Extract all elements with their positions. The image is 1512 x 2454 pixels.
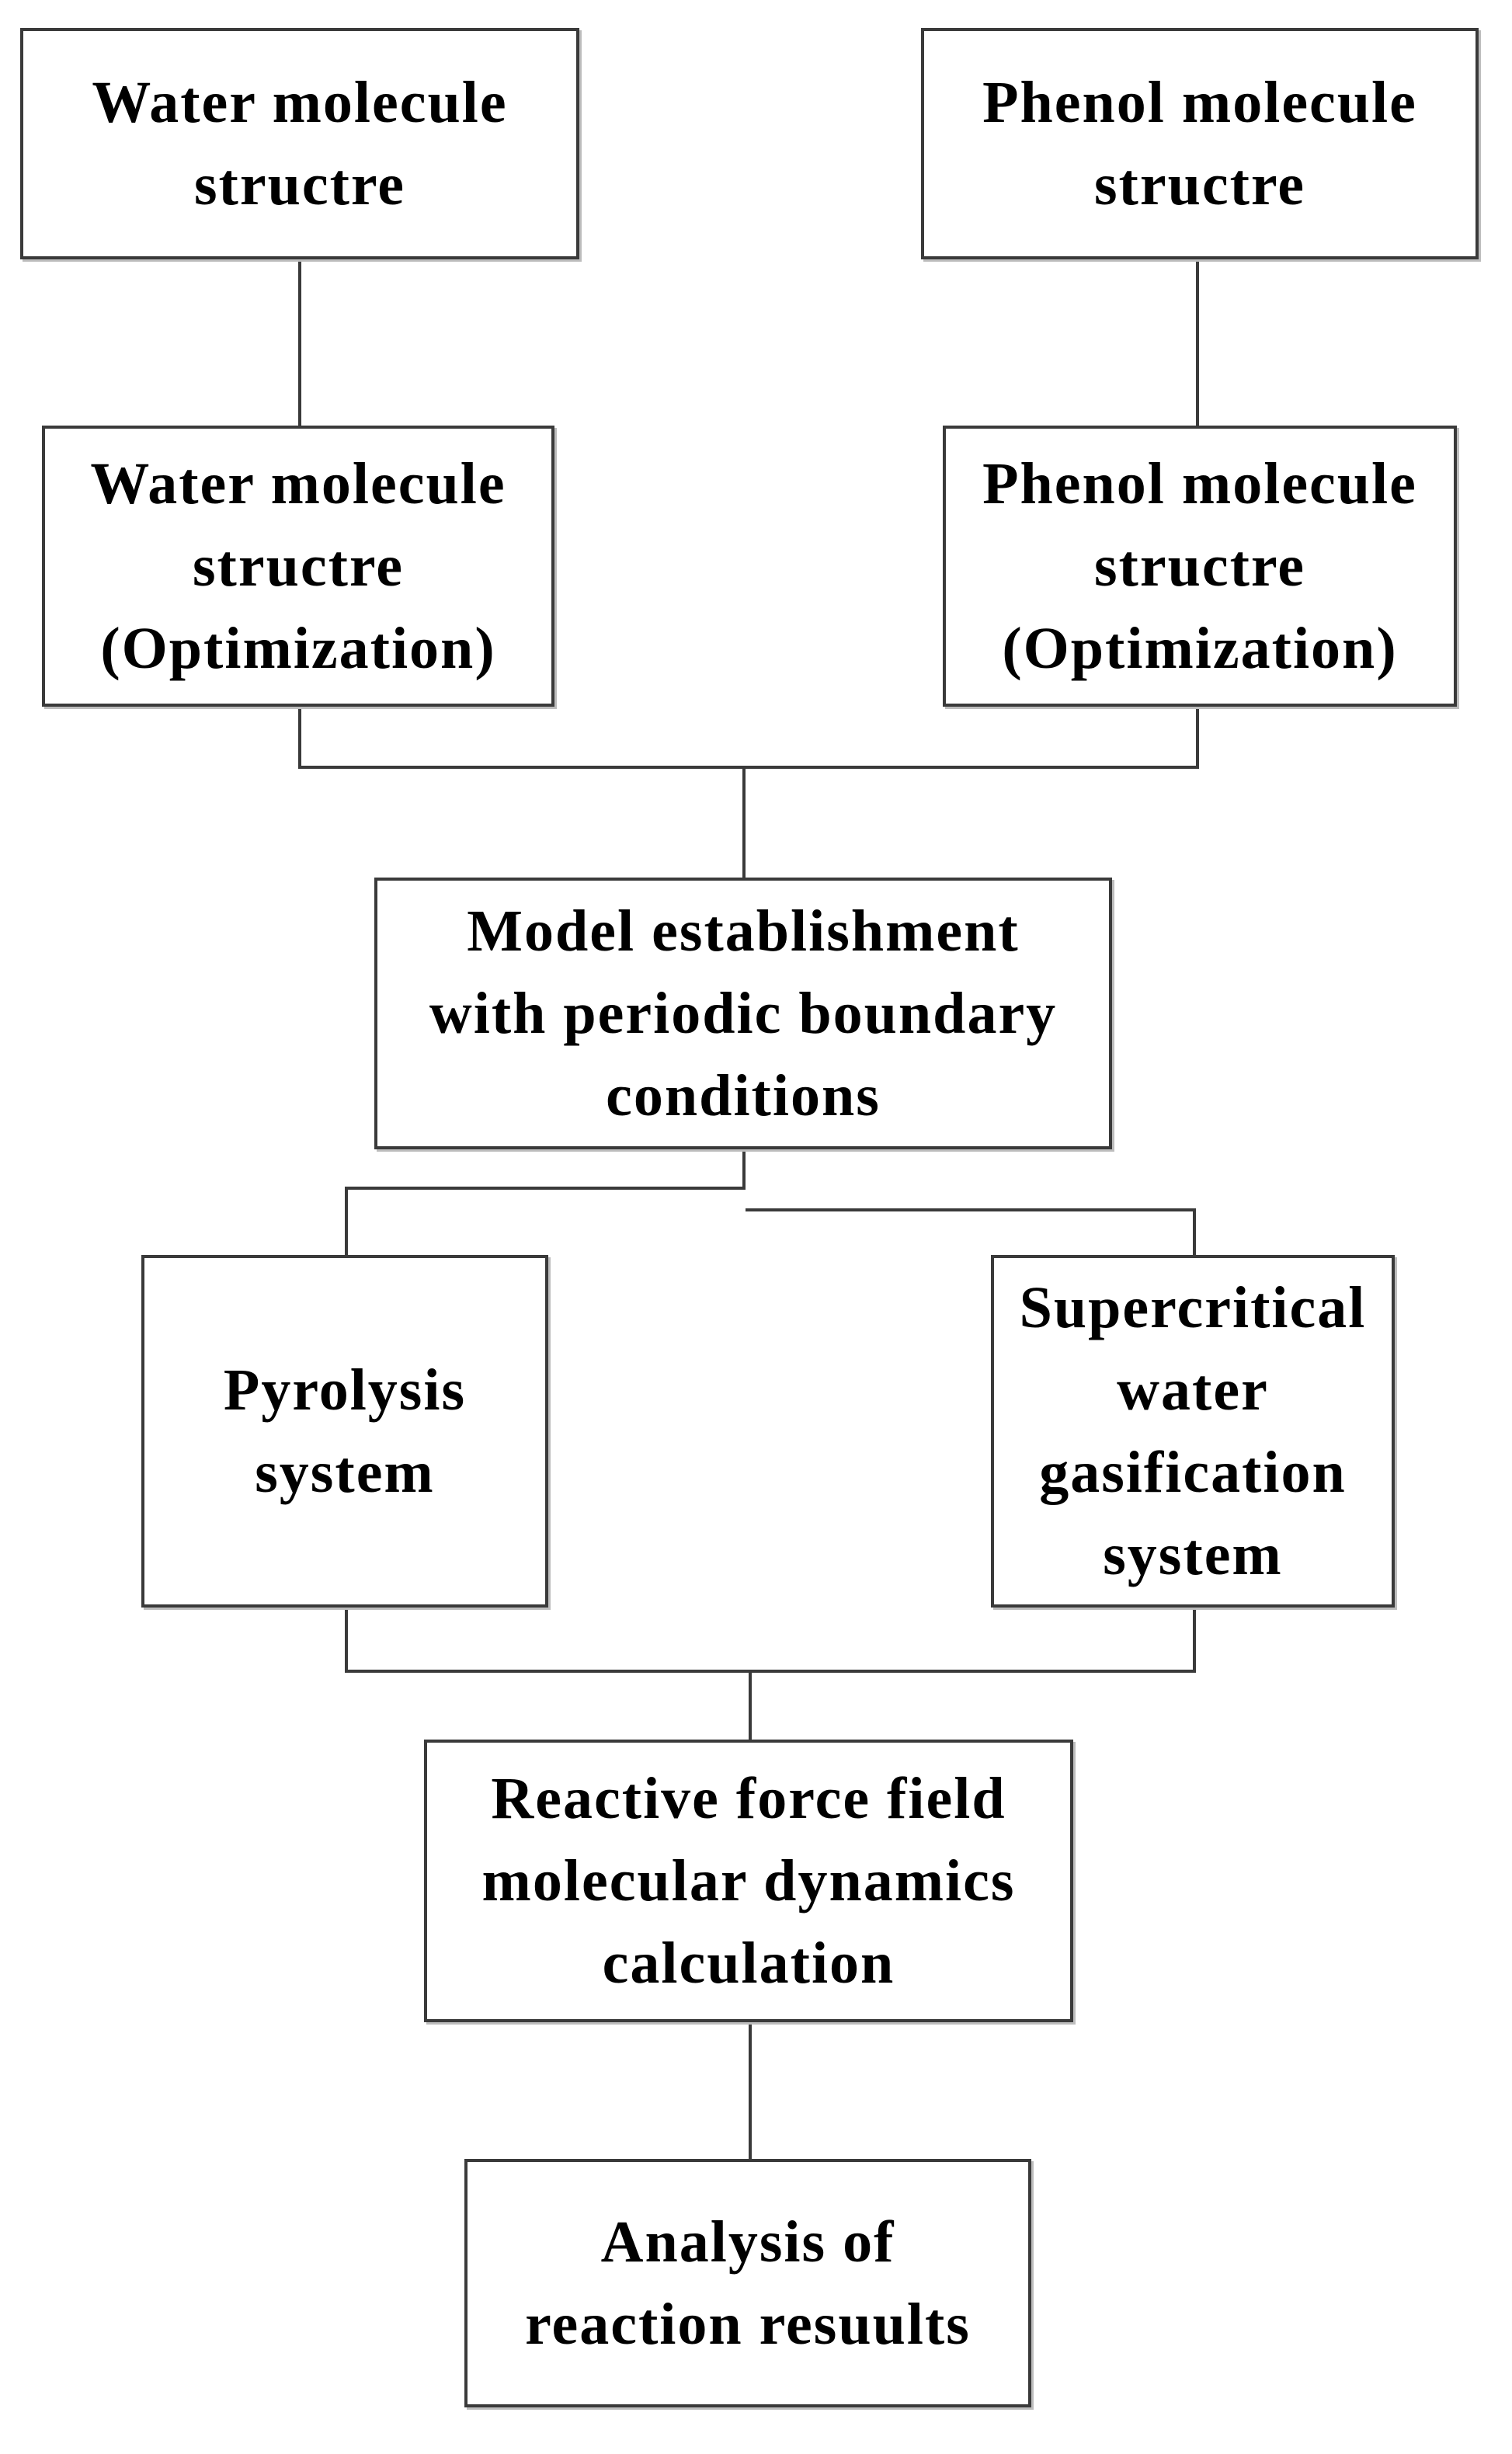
- box-text-line: system: [1103, 1522, 1283, 1587]
- connector-merge-to-reaxff: [749, 1670, 752, 1740]
- box-text-line: structre: [1093, 534, 1306, 599]
- box-text-line: (Optimization): [1002, 616, 1398, 681]
- box-text-line: Model establishment: [467, 899, 1020, 964]
- box-text-line: Phenol molecule: [982, 451, 1417, 516]
- pyrolysis-system-box: Pyrolysis system: [141, 1255, 548, 1608]
- connector-optimization-merge: [298, 766, 1199, 769]
- connector-pyrolysis-down: [345, 1608, 348, 1673]
- reactive-force-field-box: Reactive force field molecular dynamics …: [424, 1740, 1073, 2022]
- box-text-line: Water molecule: [90, 451, 506, 516]
- connector-systems-merge: [345, 1670, 1196, 1673]
- box-text-line: Analysis of: [600, 2209, 895, 2275]
- box-text-line: structre: [1093, 152, 1306, 217]
- phenol-molecule-structure-box: Phenol molecule structre: [921, 28, 1479, 259]
- model-establishment-box: Model establishment with periodic bounda…: [374, 878, 1112, 1149]
- box-text-line: Phenol molecule: [982, 70, 1417, 135]
- connector-phenol-structure-to-optimization: [1196, 259, 1199, 426]
- connector-scwg-down: [1193, 1608, 1196, 1673]
- box-text-line: structre: [192, 534, 405, 599]
- connector-model-branch-left: [345, 1187, 746, 1190]
- connector-model-branch-right: [746, 1208, 1196, 1211]
- box-text-line: conditions: [606, 1063, 881, 1128]
- box-text-line: molecular dynamics: [481, 1848, 1016, 1913]
- connector-merge-to-model: [742, 766, 746, 878]
- box-text-line: system: [255, 1440, 435, 1505]
- box-text-line: Reactive force field: [491, 1766, 1006, 1831]
- connector-water-optimization-down: [298, 707, 301, 769]
- box-text-line: calculation: [602, 1931, 895, 1996]
- supercritical-water-gasification-box: Supercritical water gasification system: [991, 1255, 1395, 1608]
- connector-branch-to-pyrolysis: [345, 1187, 348, 1255]
- box-text-line: reaction resuults: [525, 2292, 971, 2357]
- connector-branch-to-scwg: [1193, 1208, 1196, 1255]
- box-text-line: (Optimization): [100, 616, 496, 681]
- connector-model-down: [742, 1149, 746, 1190]
- box-text-line: Water molecule: [92, 70, 508, 135]
- water-molecule-optimization-box: Water molecule structre (Optimization): [42, 426, 554, 707]
- phenol-molecule-optimization-box: Phenol molecule structre (Optimization): [943, 426, 1457, 707]
- analysis-results-box: Analysis of reaction resuults: [464, 2159, 1031, 2407]
- water-molecule-structure-box: Water molecule structre: [20, 28, 579, 259]
- connector-phenol-optimization-down: [1196, 707, 1199, 769]
- box-text-line: structre: [193, 152, 406, 217]
- connector-water-structure-to-optimization: [298, 259, 301, 426]
- box-text-line: gasification: [1039, 1440, 1347, 1505]
- box-text-line: Supercritical: [1019, 1275, 1367, 1340]
- box-text-line: water: [1117, 1357, 1269, 1423]
- box-text-line: Pyrolysis: [223, 1357, 467, 1423]
- connector-reaxff-to-analysis: [749, 2022, 752, 2159]
- box-text-line: with periodic boundary: [429, 981, 1058, 1046]
